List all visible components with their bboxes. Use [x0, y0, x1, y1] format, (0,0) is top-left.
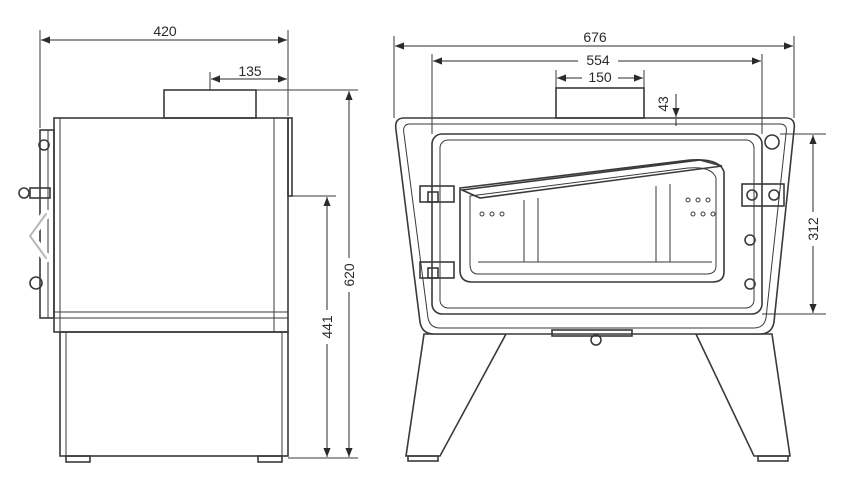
- front-view: 676 554 150 43 312: [393, 28, 826, 462]
- vent-holes-right: [685, 197, 716, 217]
- front-door: [431, 133, 763, 315]
- dim-outlet-height: 441: [319, 315, 335, 339]
- front-knob-top: [764, 134, 780, 150]
- dim-inner-width: 554: [586, 52, 610, 68]
- side-base: [59, 331, 289, 457]
- air-control-2: [744, 278, 756, 290]
- ash-knob: [590, 334, 602, 346]
- dim-flue-inset: 43: [655, 96, 671, 112]
- side-handle: [29, 187, 51, 199]
- door-latch: [741, 183, 785, 207]
- dim-side-width: 420: [153, 23, 177, 39]
- vent-holes-left: [479, 211, 505, 217]
- front-leg-left: [405, 333, 508, 457]
- front-body: [394, 117, 796, 335]
- dim-total-height: 620: [341, 263, 357, 287]
- front-leg-right: [694, 333, 791, 457]
- air-control-1: [744, 234, 756, 246]
- front-window: [459, 158, 725, 283]
- side-view: 420 135 620 441: [18, 22, 360, 463]
- side-foot-right: [257, 455, 283, 463]
- front-flue-collar: [555, 87, 645, 119]
- side-foot-left: [65, 455, 91, 463]
- side-body: [53, 117, 289, 333]
- dim-flue-width: 150: [588, 69, 612, 85]
- dim-front-width: 676: [583, 29, 607, 45]
- dim-right-height: 312: [805, 217, 821, 241]
- chevron-left-icon[interactable]: [25, 209, 51, 263]
- dim-flue-offset: 135: [238, 63, 262, 79]
- side-flue-collar: [163, 89, 257, 119]
- side-rear-plate: [287, 117, 293, 197]
